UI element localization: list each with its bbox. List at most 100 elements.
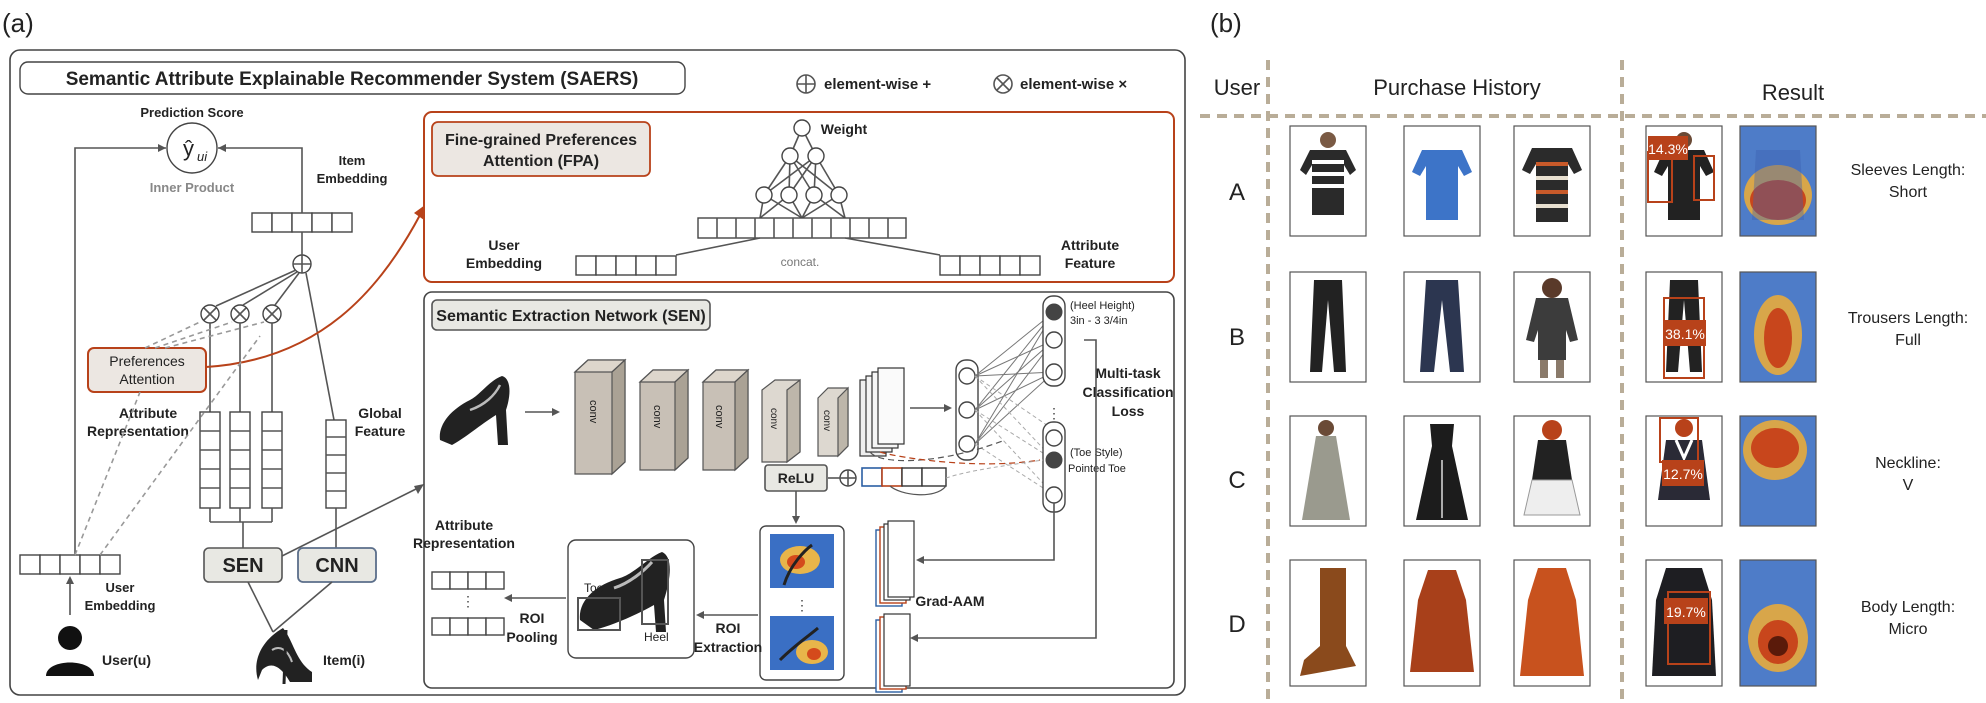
row-d-attribute-1: Body Length: bbox=[1861, 599, 1955, 616]
preferences-attention-box[interactable] bbox=[87, 347, 207, 393]
row-b-score-badge bbox=[1664, 320, 1706, 346]
row-d-user: D bbox=[1228, 611, 1245, 638]
attribute-representation-label-2: Representation bbox=[87, 423, 189, 439]
legend-plus-label: element-wise + bbox=[824, 76, 931, 93]
preferences-attention-label-2: Attention bbox=[119, 371, 174, 387]
attribute-representation-columns bbox=[199, 411, 283, 509]
heel-height-value: 3in - 3 3/4in bbox=[1070, 315, 1127, 327]
heel-height-attr: (Heel Height) bbox=[1070, 300, 1135, 312]
y-hat-subscript: ui bbox=[197, 149, 208, 164]
sen-module bbox=[423, 291, 1175, 689]
user-embedding-label-1: User bbox=[106, 580, 135, 595]
fpa-title-1: Fine-grained Preferences bbox=[445, 132, 637, 149]
weight-label: Weight bbox=[821, 121, 868, 137]
sum-operator bbox=[292, 254, 312, 274]
multitask-label-2: Classification bbox=[1082, 384, 1173, 400]
heel-roi-box bbox=[641, 559, 669, 625]
sen-attribute-representation-label-1: Attribute bbox=[435, 517, 494, 533]
attribute-feature-label-2: Feature bbox=[1065, 255, 1116, 271]
user-label: User(u) bbox=[102, 652, 151, 668]
svg-text:⋮: ⋮ bbox=[1047, 405, 1061, 421]
row-c-score-badge bbox=[1662, 460, 1704, 486]
row-b-user: B bbox=[1229, 324, 1245, 351]
fpa-title-box bbox=[431, 121, 651, 177]
item-embedding-vector bbox=[251, 212, 353, 233]
multitask-label-3: Loss bbox=[1112, 403, 1145, 419]
header-purchase-history: Purchase History bbox=[1373, 75, 1541, 100]
row-b-attribute-1: Trousers Length: bbox=[1848, 310, 1968, 327]
sen-label: SEN bbox=[222, 555, 263, 577]
item-label: Item(i) bbox=[323, 652, 365, 668]
global-feature-label-1: Global bbox=[358, 405, 402, 421]
saers-title-box bbox=[19, 61, 686, 95]
relu-label: ReLU bbox=[778, 470, 815, 486]
row-c-attribute-2: V bbox=[1903, 477, 1914, 494]
legend-times bbox=[993, 74, 1013, 94]
fpa-module bbox=[423, 111, 1175, 283]
row-a-heatmap bbox=[1739, 125, 1817, 237]
roi-shoe-image bbox=[579, 552, 670, 632]
heatmap-thumbnails: ⋮ bbox=[770, 534, 834, 670]
prediction-node bbox=[166, 122, 218, 174]
fc-layer bbox=[955, 359, 979, 461]
times-operators bbox=[200, 304, 282, 324]
panel-a-label: (a) bbox=[2, 8, 34, 38]
attribute-representation-label-1: Attribute bbox=[119, 405, 178, 421]
toe-label: Toe bbox=[584, 581, 604, 595]
conv-label-4: conv bbox=[768, 408, 779, 429]
toe-style-value: Pointed Toe bbox=[1068, 463, 1126, 475]
row-b-history bbox=[1289, 271, 1591, 383]
multitask-label-1: Multi-task bbox=[1095, 365, 1161, 381]
row-c-history bbox=[1289, 415, 1591, 527]
relu-plus-operator bbox=[839, 469, 857, 487]
row-a-score: 14.3% bbox=[1648, 141, 1688, 157]
sen-input-shoe bbox=[439, 376, 510, 445]
grad-aam-label: Grad-AAM bbox=[915, 593, 984, 609]
y-hat: ŷ bbox=[183, 136, 194, 161]
fpa-attribute-feature-vector bbox=[939, 255, 1041, 276]
fpa-title-2: Attention (FPA) bbox=[483, 153, 599, 170]
row-c-user: C bbox=[1228, 467, 1245, 494]
conv-label-2: conv bbox=[651, 405, 663, 429]
roi-pooling-label-1: ROI bbox=[520, 610, 545, 626]
sen-attribute-vectors: ⋮ bbox=[431, 571, 505, 636]
row-b-score: 38.1% bbox=[1665, 326, 1705, 342]
row-a-history bbox=[1289, 125, 1591, 237]
row-a-attribute-2: Short bbox=[1889, 184, 1928, 201]
row-d-score-badge bbox=[1664, 598, 1708, 624]
row-d-score: 19.7% bbox=[1666, 604, 1706, 620]
row-c-score: 12.7% bbox=[1663, 466, 1703, 482]
conv-label-3: conv bbox=[713, 405, 725, 429]
fpa-attention-mlp bbox=[755, 119, 848, 219]
heel-label: Heel bbox=[644, 630, 669, 644]
sen-attribute-representation-label-2: Representation bbox=[413, 535, 515, 551]
saers-title: Semantic Attribute Explainable Recommend… bbox=[66, 69, 639, 90]
svg-text:⋮: ⋮ bbox=[461, 593, 475, 609]
alpha-weights-vector bbox=[861, 467, 947, 487]
fpa-user-embedding-label-1: User bbox=[488, 237, 520, 253]
feature-maps bbox=[859, 367, 905, 457]
conv-label-5: conv bbox=[821, 410, 832, 431]
item-shoe-icon bbox=[256, 628, 312, 685]
fpa-user-embedding-label-2: Embedding bbox=[466, 255, 542, 271]
row-a-score-badge bbox=[1648, 136, 1688, 160]
user-embedding-vector bbox=[19, 554, 121, 575]
saers-frame bbox=[9, 49, 1186, 696]
user-to-score-arrow bbox=[74, 147, 166, 555]
legend-times-label: element-wise × bbox=[1020, 76, 1127, 93]
roi-extraction-label-1: ROI bbox=[716, 620, 741, 636]
sen-title-box bbox=[431, 299, 711, 331]
header-result: Result bbox=[1762, 80, 1824, 105]
cnn-box[interactable] bbox=[297, 547, 377, 583]
concat-vector bbox=[697, 217, 907, 239]
conv-label-1: conv bbox=[587, 400, 599, 424]
row-d-attribute-2: Micro bbox=[1888, 621, 1927, 638]
global-feature-column bbox=[325, 419, 347, 509]
prediction-score-label: Prediction Score bbox=[140, 105, 243, 120]
legend-plus bbox=[796, 74, 816, 94]
item-embedding-label-2: Embedding bbox=[317, 171, 388, 186]
row-b-attribute-2: Full bbox=[1895, 332, 1921, 349]
cnn-label: CNN bbox=[315, 555, 358, 577]
row-a-attribute-1: Sleeves Length: bbox=[1851, 162, 1966, 179]
sen-title: Semantic Extraction Network (SEN) bbox=[436, 308, 705, 325]
